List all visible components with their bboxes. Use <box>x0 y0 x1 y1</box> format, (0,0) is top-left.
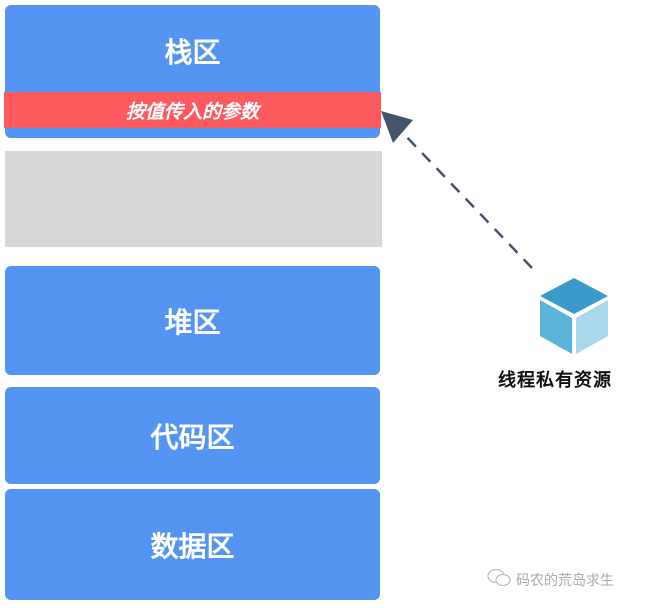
arrow-line <box>399 129 533 269</box>
watermark-text: 码农的荒岛求生 <box>516 573 614 589</box>
stack-label: 栈区 <box>164 36 221 69</box>
data-label: 数据区 <box>150 529 235 563</box>
thread-private-resource-label: 线程私有资源 <box>498 370 612 391</box>
cube-icon <box>540 278 608 354</box>
code-label: 代码区 <box>150 420 235 454</box>
heap-label: 堆区 <box>164 305 221 339</box>
by-value-params-band: 按值传入的参数 <box>4 92 381 128</box>
heap-region: 堆区 <box>5 266 380 375</box>
watermark: 码农的荒岛求生 <box>486 568 614 592</box>
data-region: 数据区 <box>5 489 380 600</box>
unused-region <box>5 151 382 247</box>
arrow-head-icon <box>381 111 413 143</box>
wechat-icon <box>486 568 512 592</box>
code-region: 代码区 <box>5 387 380 484</box>
